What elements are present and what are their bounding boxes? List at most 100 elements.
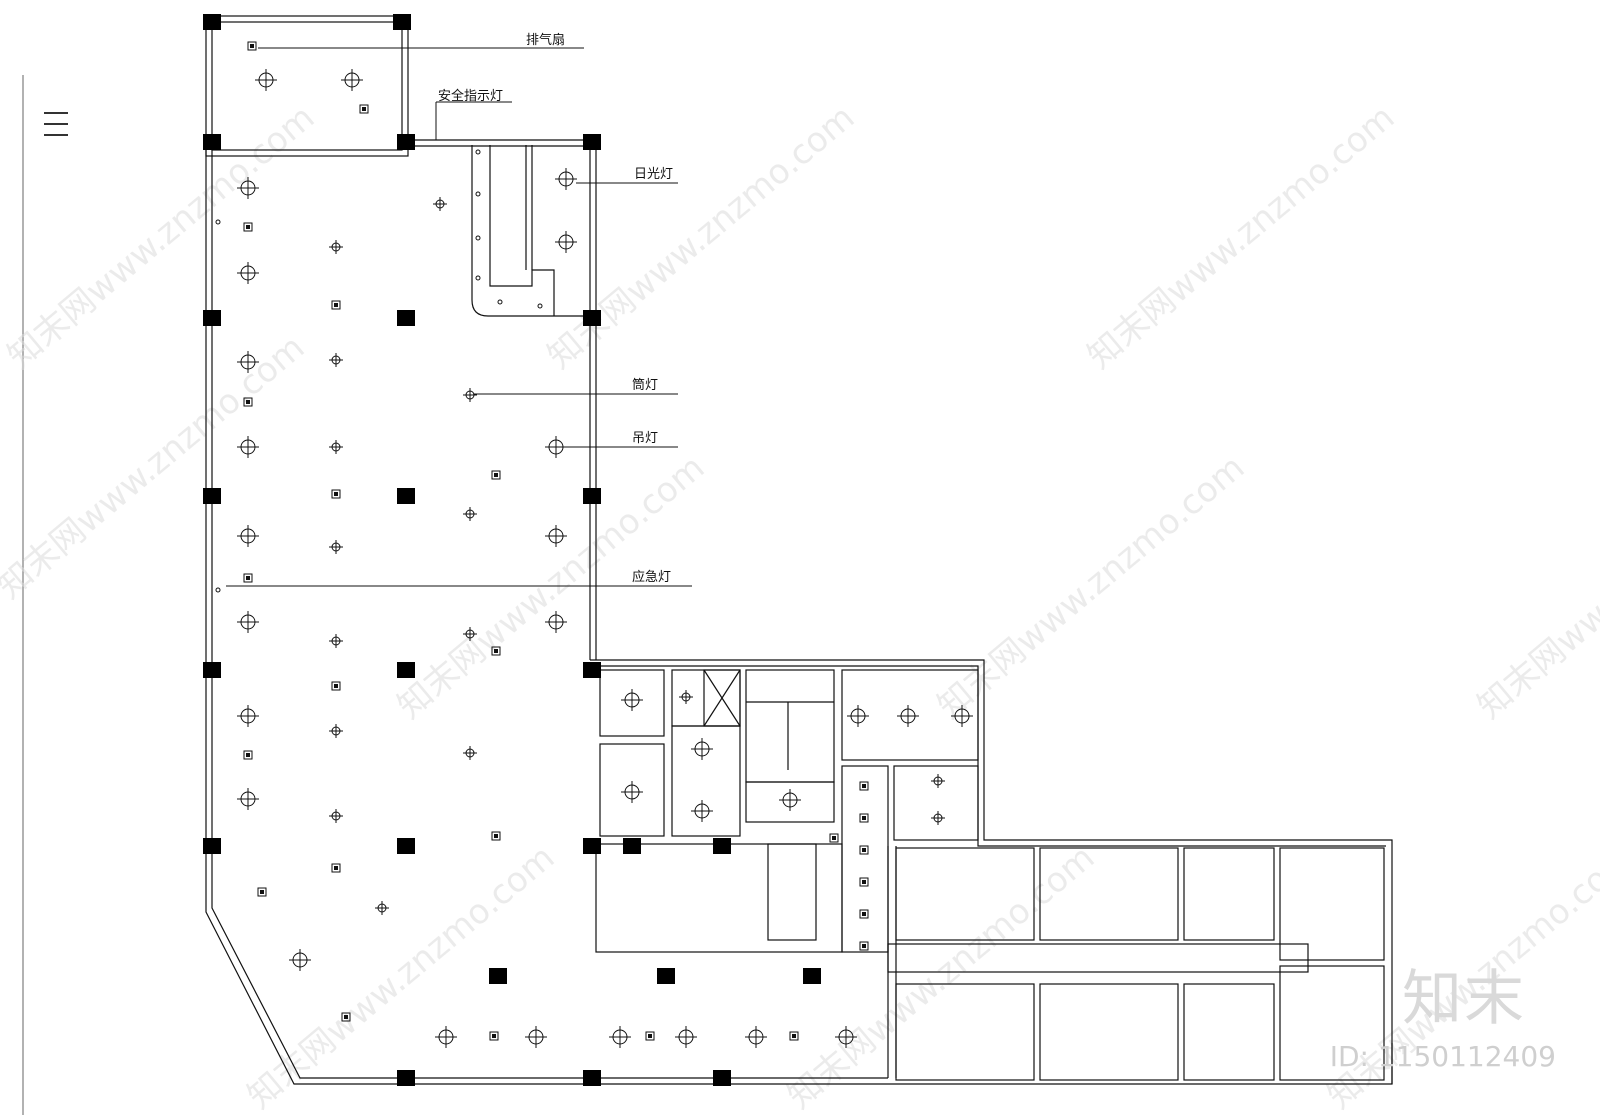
pendant-light-icon: [745, 1026, 767, 1048]
leader-lines: [226, 47, 692, 587]
pendant-light-icon: [555, 168, 577, 190]
column: [803, 968, 821, 984]
pendant-light-icon: [835, 1026, 857, 1048]
column: [397, 662, 415, 678]
downlight-icon: [329, 724, 343, 738]
column: [583, 310, 601, 326]
downlight-icon: [375, 901, 389, 915]
dot-light-icon: [537, 303, 543, 309]
emergency-light-icon: [331, 681, 341, 691]
dot-light-icon: [475, 275, 481, 281]
label-exit-sign: 安全指示灯: [438, 88, 503, 104]
light-fixtures: [215, 41, 973, 1048]
pendant-light-icon: [951, 705, 973, 727]
pendant-light-icon: [435, 1026, 457, 1048]
emergency-light-icon: [859, 941, 869, 951]
label-fluorescent: 日光灯: [634, 167, 673, 182]
emergency-light-icon: [257, 887, 267, 897]
emergency-light-icon: [331, 489, 341, 499]
column: [397, 310, 415, 326]
column: [203, 310, 221, 326]
downlight-icon: [931, 811, 945, 825]
menu-icon[interactable]: [44, 112, 68, 138]
column: [393, 14, 411, 30]
emergency-light-icon: [491, 470, 501, 480]
emergency-light-icon: [859, 877, 869, 887]
pendant-light-icon: [237, 436, 259, 458]
emergency-light-icon: [491, 831, 501, 841]
column: [583, 1070, 601, 1086]
watermark-text: 知末网www.znzmo.com: [780, 837, 1102, 1115]
column: [203, 838, 221, 854]
pendant-light-icon: [237, 351, 259, 373]
column: [489, 968, 507, 984]
watermark-text: 知末网www.znzmo.com: [1470, 447, 1600, 726]
dot-light-icon: [475, 235, 481, 241]
emergency-light-icon: [859, 845, 869, 855]
column: [397, 838, 415, 854]
emergency-light-icon: [359, 104, 369, 114]
label-emergency: 应急灯: [632, 569, 671, 585]
downlight-icon: [679, 690, 693, 704]
emergency-light-icon: [859, 781, 869, 791]
emergency-light-icon: [645, 1031, 655, 1041]
downlight-icon: [463, 627, 477, 641]
dot-light-icon: [497, 299, 503, 305]
pendant-light-icon: [255, 69, 277, 91]
column: [397, 488, 415, 504]
emergency-light-icon: [341, 1012, 351, 1022]
downlight-icon: [433, 197, 447, 211]
pendant-light-icon: [779, 789, 801, 811]
emergency-light-icon: [243, 573, 253, 583]
pendant-light-icon: [555, 231, 577, 253]
dot-light-icon: [475, 149, 481, 155]
watermark-text: 知末网www.znzmo.com: [1080, 97, 1402, 376]
emergency-light-icon: [243, 397, 253, 407]
downlight-icon: [463, 507, 477, 521]
column: [583, 662, 601, 678]
watermark-text: 知末网www.znzmo.com: [0, 97, 322, 376]
column: [713, 1070, 731, 1086]
column: [397, 1070, 415, 1086]
dot-light-icon: [215, 219, 221, 225]
column: [583, 488, 601, 504]
pendant-light-icon: [847, 705, 869, 727]
pendant-light-icon: [545, 611, 567, 633]
pendant-light-icon: [237, 788, 259, 810]
column: [397, 134, 415, 150]
emergency-light-icon: [829, 833, 839, 843]
emergency-light-icon: [331, 300, 341, 310]
downlight-icon: [329, 240, 343, 254]
pendant-light-icon: [237, 611, 259, 633]
emergency-light-icon: [859, 813, 869, 823]
downlight-icon: [329, 440, 343, 454]
pendant-light-icon: [621, 689, 643, 711]
pendant-light-icon: [289, 949, 311, 971]
dot-light-icon: [215, 587, 221, 593]
column: [623, 838, 641, 854]
pendant-light-icon: [237, 177, 259, 199]
downlight-icon: [463, 388, 477, 402]
column: [203, 134, 221, 150]
downlight-icon: [463, 746, 477, 760]
column: [583, 134, 601, 150]
dot-light-icon: [475, 191, 481, 197]
column: [203, 14, 221, 30]
emergency-light-icon: [247, 41, 257, 51]
emergency-light-icon: [491, 646, 501, 656]
label-exhaust-fan: 排气扇: [526, 32, 565, 48]
downlight-icon: [329, 809, 343, 823]
pendant-light-icon: [525, 1026, 547, 1048]
pendant-light-icon: [237, 262, 259, 284]
column: [203, 662, 221, 678]
pendant-light-icon: [237, 525, 259, 547]
emergency-light-icon: [243, 750, 253, 760]
brand-watermark: 知末: [1402, 964, 1526, 1034]
column: [583, 838, 601, 854]
pendant-light-icon: [545, 525, 567, 547]
downlight-icon: [329, 540, 343, 554]
emergency-light-icon: [243, 222, 253, 232]
pendant-light-icon: [237, 705, 259, 727]
emergency-light-icon: [859, 909, 869, 919]
